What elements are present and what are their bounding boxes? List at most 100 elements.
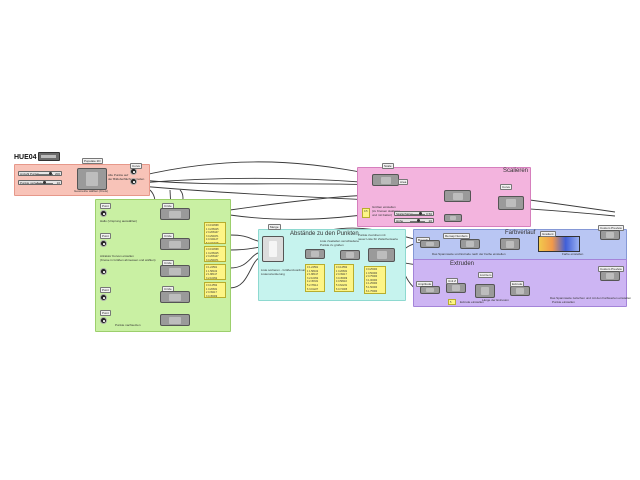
group-title-purple: Extruden bbox=[450, 261, 475, 267]
note-magenta-1: Größen einstellen bbox=[372, 205, 396, 209]
note-green-4: Punkte nachsetzen bbox=[115, 323, 141, 327]
note-green-2: Attraktor Kurven erstellen bbox=[100, 254, 134, 258]
panel-sorted-1[interactable]: 0 1.24561 1 1.58102 2 1.88417 3 2.10452 … bbox=[305, 264, 325, 292]
point-input-icon[interactable] bbox=[100, 294, 107, 301]
slider-value: 0.50 bbox=[426, 212, 432, 216]
component-remap[interactable] bbox=[460, 239, 480, 249]
note-cyan-3: Liste zweiteilen verschiedene bbox=[320, 239, 360, 243]
component-point-tag[interactable]: Point bbox=[100, 287, 111, 293]
component-shift-list[interactable] bbox=[498, 196, 524, 210]
component-remap-tag[interactable]: Remap Numbers bbox=[443, 233, 470, 239]
slider-value: 20 bbox=[428, 219, 432, 223]
slider-label: Skalierfaktor bbox=[396, 212, 413, 216]
panel-sorted-3[interactable]: 0 0.25000 1 0.50000 2 0.75000 3 1.00000 … bbox=[364, 266, 386, 294]
slider-anzahl-punkte[interactable]: Anzahl Punkte 200 bbox=[18, 171, 62, 176]
note-cyan-1: Liste sortieren - Größenzuordnung bbox=[261, 268, 307, 272]
component-gradient-input[interactable] bbox=[500, 238, 520, 250]
toggle-knob-icon[interactable] bbox=[130, 178, 137, 185]
component-scale[interactable] bbox=[372, 174, 399, 186]
note-pink-2: der Bildoberfläche verteilen bbox=[108, 177, 145, 181]
point-input-icon[interactable] bbox=[100, 268, 107, 275]
component-curve-top[interactable]: Curve bbox=[130, 163, 143, 169]
component-extrude[interactable] bbox=[510, 286, 530, 296]
slider-label: Anzahl Punkte bbox=[20, 172, 40, 176]
component-split-list[interactable] bbox=[340, 250, 360, 260]
note-pink-3: Geometrie wählen (Kreis) bbox=[74, 189, 109, 193]
component-amplitude[interactable] bbox=[420, 286, 440, 294]
component-gradient-tag[interactable]: Gradient bbox=[540, 231, 556, 237]
toggle-knob-icon[interactable] bbox=[130, 168, 137, 175]
note-cyan-4: Punkte zu großen bbox=[320, 243, 344, 247]
group-title-blue: Farbverlauf bbox=[505, 230, 536, 236]
slider-value: 10 bbox=[56, 181, 60, 185]
note-purple-2: Das Spannweite zwischen und mit den Farb… bbox=[550, 296, 632, 300]
component-unit-z[interactable] bbox=[446, 283, 466, 293]
component-merge-tag[interactable]: Merge bbox=[268, 224, 281, 230]
slider-hoehe[interactable]: Höhe 20 bbox=[394, 218, 434, 223]
component-merge[interactable] bbox=[262, 236, 284, 262]
component-bounds[interactable] bbox=[420, 240, 440, 248]
component-point-tag[interactable]: Point bbox=[100, 203, 111, 209]
slider-punkte-verteilen[interactable]: Punkte verteilen 10 bbox=[18, 180, 62, 185]
component-area-tag[interactable]: Area bbox=[398, 179, 409, 185]
slider-label: Punkte verteilen bbox=[20, 181, 42, 185]
note-blue-1: Das Spannweite und Extrude nach der Farb… bbox=[432, 252, 506, 256]
component-sort-list[interactable] bbox=[305, 249, 325, 259]
note-purple-4: Punkte einstellen bbox=[552, 300, 575, 304]
document-title: HUE04 bbox=[14, 154, 37, 161]
note-green-3: (Kreise in Größen abmessen und wählen) bbox=[100, 258, 156, 262]
component-preview-2[interactable] bbox=[600, 271, 620, 281]
note-green-1: Hallo (Ursprung auswählen) bbox=[100, 219, 138, 223]
component-circle-5[interactable] bbox=[160, 314, 190, 326]
component-extrude-list[interactable] bbox=[475, 284, 495, 298]
component-preview-1[interactable] bbox=[600, 230, 620, 240]
component-point-tag[interactable]: Point bbox=[100, 233, 111, 239]
gradient-swatch[interactable] bbox=[538, 236, 580, 252]
point-input-icon[interactable] bbox=[100, 210, 107, 217]
point-input-icon[interactable] bbox=[100, 240, 107, 247]
group-title-cyan: Abstände zu den Punkten bbox=[290, 231, 359, 237]
component-list-item-tag[interactable]: List Item bbox=[478, 272, 494, 278]
panel-distances-2[interactable]: 0 0.194568 1 0.238415 2 0.268147 3 0.299… bbox=[204, 246, 226, 262]
slider-label: Höhe bbox=[396, 219, 404, 223]
component-circle-4[interactable] bbox=[160, 291, 190, 303]
component-curve-tag[interactable]: Curve bbox=[500, 184, 513, 190]
group-title-magenta: Scalieren bbox=[503, 168, 529, 174]
panel-extrude-value[interactable]: 5 bbox=[448, 299, 456, 305]
component-circle-1[interactable] bbox=[160, 208, 190, 220]
component-multiplication[interactable] bbox=[444, 190, 471, 202]
slider-skalierfaktor[interactable]: Skalierfaktor 0.50 bbox=[394, 211, 434, 216]
component-unit-z-tag[interactable]: Unit Z bbox=[446, 278, 459, 284]
note-magenta-3: und mit Faktor) bbox=[372, 213, 393, 217]
note-purple-1: Extrude einstellen bbox=[460, 300, 484, 304]
component-populate-top[interactable]: Populate 2D bbox=[82, 158, 103, 164]
note-cyan-2: Listenorientierung bbox=[261, 272, 285, 276]
note-purple-3: Länge der Extrusion bbox=[482, 298, 509, 302]
note-pink-1: Alle Punkte auf bbox=[108, 173, 129, 177]
panel-distances-4[interactable]: 0 0.14552 1 0.26831 2 0.39117 3 0.45009 … bbox=[204, 282, 226, 298]
panel-scale-factor[interactable]: 0.5 bbox=[362, 208, 370, 218]
component-circle-2[interactable] bbox=[160, 238, 190, 250]
point-input-icon[interactable] bbox=[100, 317, 107, 324]
note-cyan-6: neuer Liste für Zwischenwerte bbox=[358, 237, 399, 241]
component-circle-3[interactable] bbox=[160, 265, 190, 277]
note-magenta-2: (zu Kreisen skalieren bbox=[372, 209, 401, 213]
panel-sorted-2[interactable]: 0 0.14552 1 0.26831 2 0.39117 3 0.45009 … bbox=[334, 264, 354, 292]
component-populate[interactable] bbox=[77, 168, 107, 190]
slider-knob-icon[interactable] bbox=[43, 181, 46, 184]
panel-distances-1[interactable]: 0 0.194568 1 0.238415 2 0.268147 3 0.299… bbox=[204, 222, 226, 244]
slider-knob-icon[interactable] bbox=[417, 219, 420, 222]
slider-value: 200 bbox=[54, 172, 60, 176]
note-cyan-5: Punkte zuordnen mit bbox=[358, 233, 386, 237]
grasshopper-logo-icon bbox=[38, 152, 60, 161]
component-domain[interactable] bbox=[444, 214, 462, 222]
component-list-item[interactable] bbox=[368, 248, 395, 262]
note-blue-2: Farbe einstellen bbox=[562, 252, 584, 256]
component-scale-tag[interactable]: Scale bbox=[382, 163, 394, 169]
slider-knob-icon[interactable] bbox=[419, 212, 422, 215]
slider-knob-icon[interactable] bbox=[49, 172, 52, 175]
panel-distances-3[interactable]: 0 1.24561 1 1.58102 2 1.88417 3 2.10452 … bbox=[204, 264, 226, 280]
component-point-tag[interactable]: Point bbox=[100, 310, 111, 316]
component-extrude-tag[interactable]: Extrude bbox=[510, 281, 525, 287]
